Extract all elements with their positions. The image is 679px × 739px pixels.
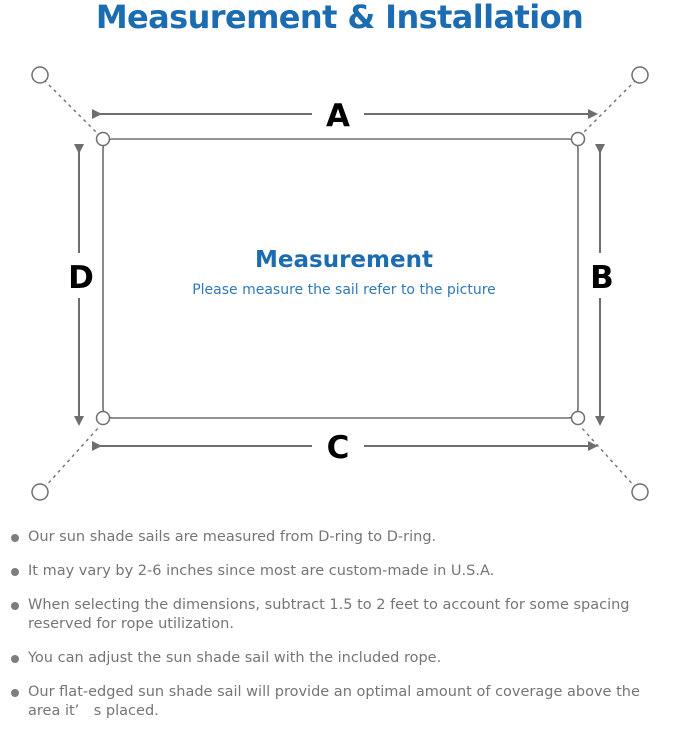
bullet-icon xyxy=(11,689,19,697)
d-ring-top-left xyxy=(95,131,111,147)
d-ring-bottom-right xyxy=(570,410,586,426)
note-text: It may vary by 2-6 inches since most are… xyxy=(28,563,495,579)
anchor-point-top-left xyxy=(31,66,49,84)
dimension-label-d: D xyxy=(68,260,94,296)
anchor-point-bottom-right xyxy=(631,483,649,501)
notes-list: Our sun shade sails are measured from D-… xyxy=(0,528,679,721)
note-text: Our sun shade sails are measured from D-… xyxy=(28,529,437,545)
list-item: You can adjust the sun shade sail with t… xyxy=(0,649,679,668)
anchor-points xyxy=(31,66,649,501)
measurement-diagram-svg: A C D B Measurement Please measure the s… xyxy=(31,66,649,501)
page-title: Measurement & Installation xyxy=(95,0,584,36)
dimension-label-a: A xyxy=(326,98,350,134)
note-text: You can adjust the sun shade sail with t… xyxy=(28,650,442,666)
rope-line-bottom-left xyxy=(43,426,100,489)
bullet-icon xyxy=(11,655,19,663)
dimension-label-c: C xyxy=(327,430,350,466)
list-item: When selecting the dimensions, subtract … xyxy=(0,596,679,634)
note-text: Our flat-edged sun shade sail will provi… xyxy=(28,684,640,719)
bullet-icon xyxy=(11,602,19,610)
sail-rectangle xyxy=(102,138,579,419)
list-item: Our flat-edged sun shade sail will provi… xyxy=(0,683,679,721)
list-item: Our sun shade sails are measured from D-… xyxy=(0,528,679,547)
list-item: It may vary by 2-6 inches since most are… xyxy=(0,562,679,581)
d-ring-top-right xyxy=(570,131,586,147)
anchor-point-bottom-left xyxy=(31,483,49,501)
anchor-point-top-right xyxy=(631,66,649,84)
note-text: When selecting the dimensions, subtract … xyxy=(28,597,630,632)
diagram-center-subtitle: Please measure the sail refer to the pic… xyxy=(192,282,496,298)
d-ring-bottom-left xyxy=(95,410,111,426)
measurement-diagram: A C D B Measurement Please measure the s… xyxy=(0,48,679,518)
bullet-icon xyxy=(11,534,19,542)
bullet-icon xyxy=(11,568,19,576)
diagram-center-title: Measurement xyxy=(255,247,433,273)
rope-line-top-right xyxy=(580,79,637,136)
rope-line-bottom-right xyxy=(580,426,637,489)
d-rings xyxy=(95,131,586,426)
rope-line-top-left xyxy=(43,79,100,136)
rope-lines xyxy=(43,79,637,489)
dimension-label-b: B xyxy=(590,260,614,296)
